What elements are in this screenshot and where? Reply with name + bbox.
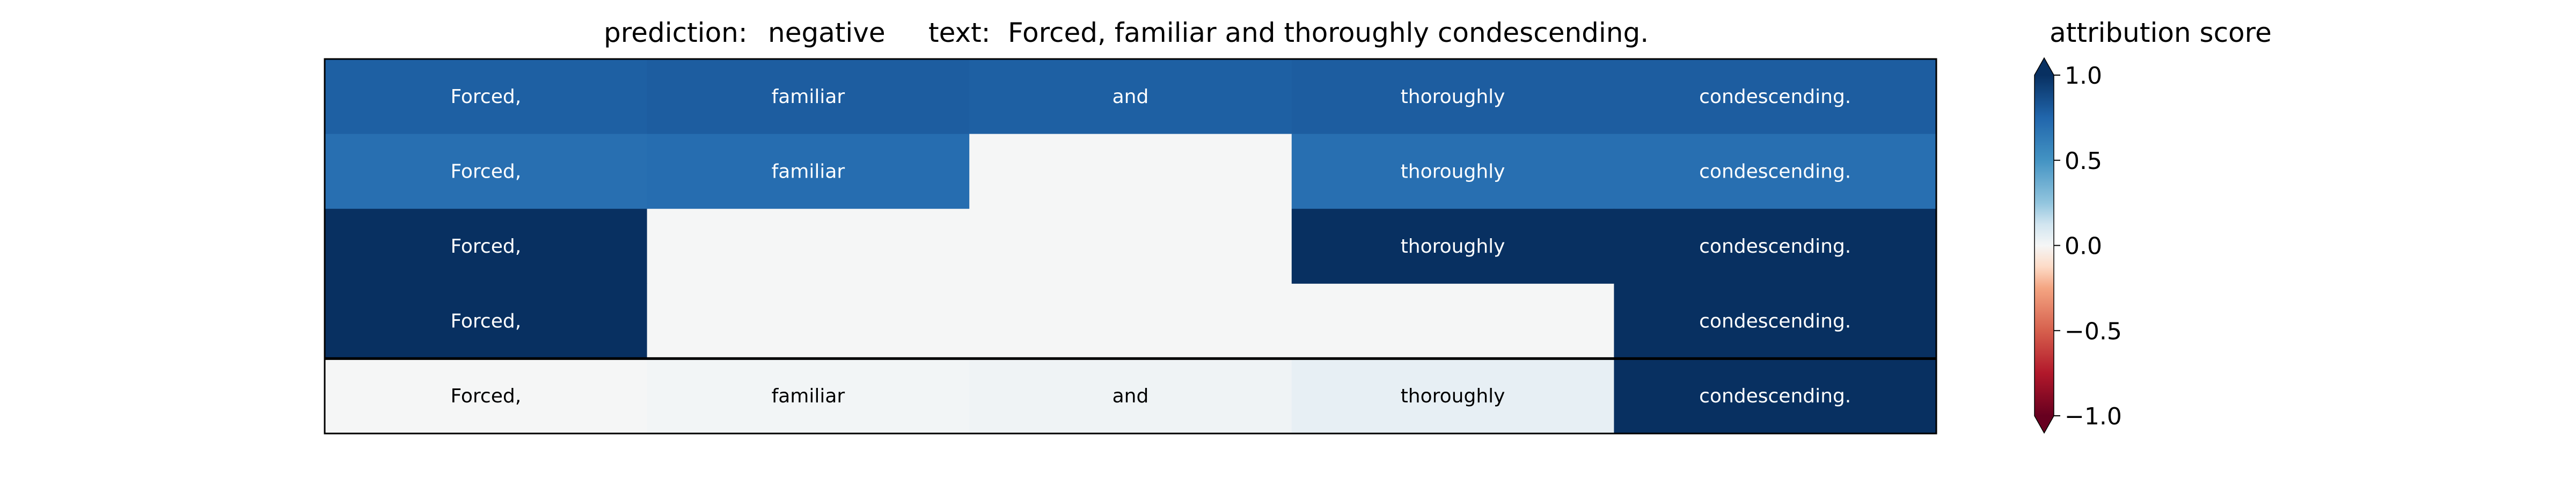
summary-cell [1614, 358, 1937, 434]
token-label: Forced, [450, 236, 521, 258]
token-label: Forced, [450, 160, 521, 182]
heatmap-cell [1614, 134, 1937, 209]
colorbar-gradient [2035, 75, 2054, 416]
token-label: thoroughly [1401, 86, 1505, 108]
heatmap-cell [647, 283, 970, 359]
token-label: and [1113, 86, 1149, 108]
token-label: familiar [772, 385, 845, 407]
colorbar-extend-min [2035, 416, 2054, 433]
heatmap-cell [1291, 59, 1614, 135]
prediction-label: prediction: [604, 17, 748, 48]
text-value: Forced, familiar and thoroughly condesce… [1008, 17, 1649, 48]
colorbar-title: attribution score [2050, 17, 2272, 48]
token-label: condescending. [1699, 160, 1851, 182]
colorbar-tick-label: 0.0 [2065, 233, 2102, 260]
summary-cell [969, 358, 1292, 434]
heatmap-cell [647, 209, 970, 284]
token-label: familiar [772, 160, 845, 182]
text-label: text: [928, 17, 991, 48]
heatmap-cell [969, 283, 1292, 359]
prediction-value: negative [768, 17, 885, 48]
heatmap-cell [1291, 283, 1614, 359]
summary-cell [647, 358, 970, 434]
token-label: Forced, [450, 385, 521, 407]
heatmap-frame [324, 58, 1937, 435]
heatmap-cell [647, 59, 970, 135]
token-label: condescending. [1699, 385, 1851, 407]
token-label: condescending. [1699, 86, 1851, 108]
colorbar-tick-label: −0.5 [2065, 318, 2122, 345]
token-label: thoroughly [1401, 385, 1505, 407]
token-label: thoroughly [1401, 160, 1505, 182]
token-label: condescending. [1699, 236, 1851, 258]
heatmap-cell [969, 209, 1292, 284]
colorbar-tick-label: 0.5 [2065, 148, 2102, 175]
token-label: Forced, [450, 311, 521, 333]
colorbar-tick-label: −1.0 [2065, 403, 2122, 430]
token-label: thoroughly [1401, 236, 1505, 258]
heatmap-cell [1614, 59, 1937, 135]
heatmap-cells: Forced, familiar and thoroughly condescendin… [324, 58, 1937, 435]
heatmap-cell [647, 134, 970, 209]
heatmap-cell [1291, 209, 1614, 284]
heatmap-cell [1614, 283, 1937, 359]
token-label: and [1113, 385, 1149, 407]
colorbar-tick-label: 1.0 [2065, 62, 2102, 90]
summary-cell [325, 358, 648, 434]
colorbar-extend-max [2035, 58, 2054, 75]
heatmap-cell [325, 283, 648, 359]
summary-cell [1291, 358, 1614, 434]
colorbar: 1.0 0.5 0.0 −0.5 −1.0 [2034, 57, 2122, 434]
token-label: familiar [772, 86, 845, 108]
heatmap-cell [969, 134, 1292, 209]
heatmap-cell [325, 59, 648, 135]
token-label: condescending. [1699, 311, 1851, 333]
heatmap-cell [1614, 209, 1937, 284]
heatmap-cell [325, 134, 648, 209]
token-label: Forced, [450, 86, 521, 108]
heatmap-cell [1291, 134, 1614, 209]
heatmap-cell [969, 59, 1292, 135]
heatmap-cell [325, 209, 648, 284]
